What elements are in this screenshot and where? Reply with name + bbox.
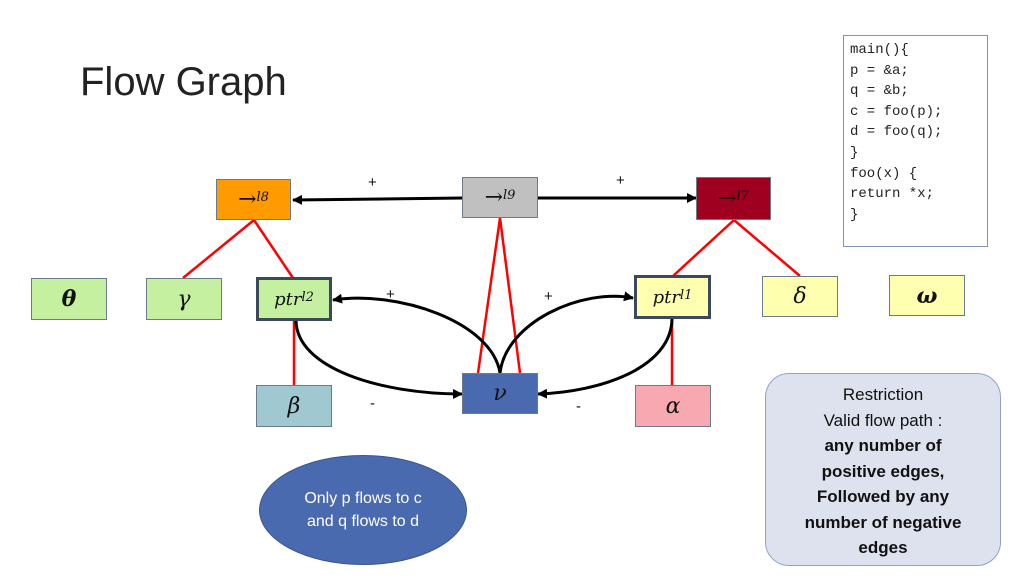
- node-beta: β: [256, 385, 332, 427]
- edge-l8-gamma: [182, 219, 255, 279]
- restriction-line: any number of: [824, 436, 942, 455]
- code-line: q = &b;: [850, 83, 909, 100]
- edge-sign-nu-ptrl1: +: [544, 288, 553, 305]
- node-l9-sup: l9: [503, 188, 516, 203]
- node-theta: θ: [31, 278, 107, 320]
- edge-l8-ptrl2: [252, 219, 295, 279]
- edge-l9-nu-left: [476, 217, 502, 374]
- code-line: c = foo(p);: [850, 103, 943, 120]
- code-line: d = foo(q);: [850, 124, 943, 141]
- node-ptr-l2-label: ptr: [274, 288, 302, 310]
- restriction-line: edges: [858, 538, 908, 557]
- code-line: }: [850, 144, 859, 161]
- code-line: return *x;: [850, 186, 935, 203]
- node-l8: →l8: [216, 179, 291, 220]
- restriction-line: Followed by any: [816, 487, 950, 506]
- node-l7-sup: l7: [736, 189, 749, 204]
- node-gamma: γ: [146, 278, 222, 320]
- code-line: foo(x) {: [850, 165, 918, 182]
- edge-l9-nu-right: [498, 217, 522, 374]
- restriction-subheading: Valid flow path :: [823, 410, 943, 430]
- node-nu: ν: [462, 373, 538, 414]
- restriction-line: number of negative: [804, 512, 962, 532]
- edge-l7-delta: [733, 219, 801, 277]
- code-line: main(){: [850, 42, 909, 58]
- code-box: main(){ p = &a; q = &b; c = foo(p); d = …: [843, 35, 988, 247]
- note-text: Only p flows to c and q flows to d: [304, 490, 422, 530]
- node-l7: →l7: [696, 177, 771, 220]
- node-alpha: α: [635, 385, 711, 427]
- node-ptr-l2-sup: l2: [301, 289, 314, 305]
- edge-l7-ptrl1: [672, 219, 735, 277]
- node-ptr-l1-label: ptr: [652, 286, 680, 308]
- restriction-line: positive edges,: [821, 461, 945, 481]
- node-omega: ω: [889, 275, 965, 316]
- node-l9: →l9: [462, 177, 538, 218]
- edge-ptrl2-nu: [294, 319, 463, 399]
- edge-sign-l9-l7: +: [616, 172, 625, 189]
- edge-sign-l9-l8: +: [368, 174, 377, 191]
- node-delta: δ: [762, 276, 838, 317]
- note-ellipse: Only p flows to c and q flows to d: [259, 455, 467, 565]
- node-l8-sup: l8: [256, 190, 269, 205]
- edge-sign-nu-ptrl2: +: [386, 286, 395, 303]
- code-line: }: [850, 206, 859, 223]
- edge-nu-ptrl2: [332, 293, 502, 374]
- page-title: Flow Graph: [80, 60, 287, 104]
- node-ptr-l1-sup: l1: [679, 287, 693, 303]
- edge-sign-ptrl1-nu: -: [576, 398, 581, 415]
- edge-ptrl1-nu: [537, 317, 674, 399]
- edge-l9-l8: [292, 194, 464, 205]
- edge-nu-ptrl1: [498, 291, 634, 374]
- restriction-heading: Restriction: [842, 385, 924, 404]
- arrow-icon: →: [718, 186, 737, 211]
- edge-sign-ptrl2-nu: -: [370, 395, 375, 412]
- arrow-icon: →: [238, 187, 257, 212]
- code-line: p = &a;: [850, 62, 909, 79]
- arrow-icon: →: [484, 185, 503, 210]
- restriction-box: Restriction Valid flow path : any number…: [765, 373, 1001, 566]
